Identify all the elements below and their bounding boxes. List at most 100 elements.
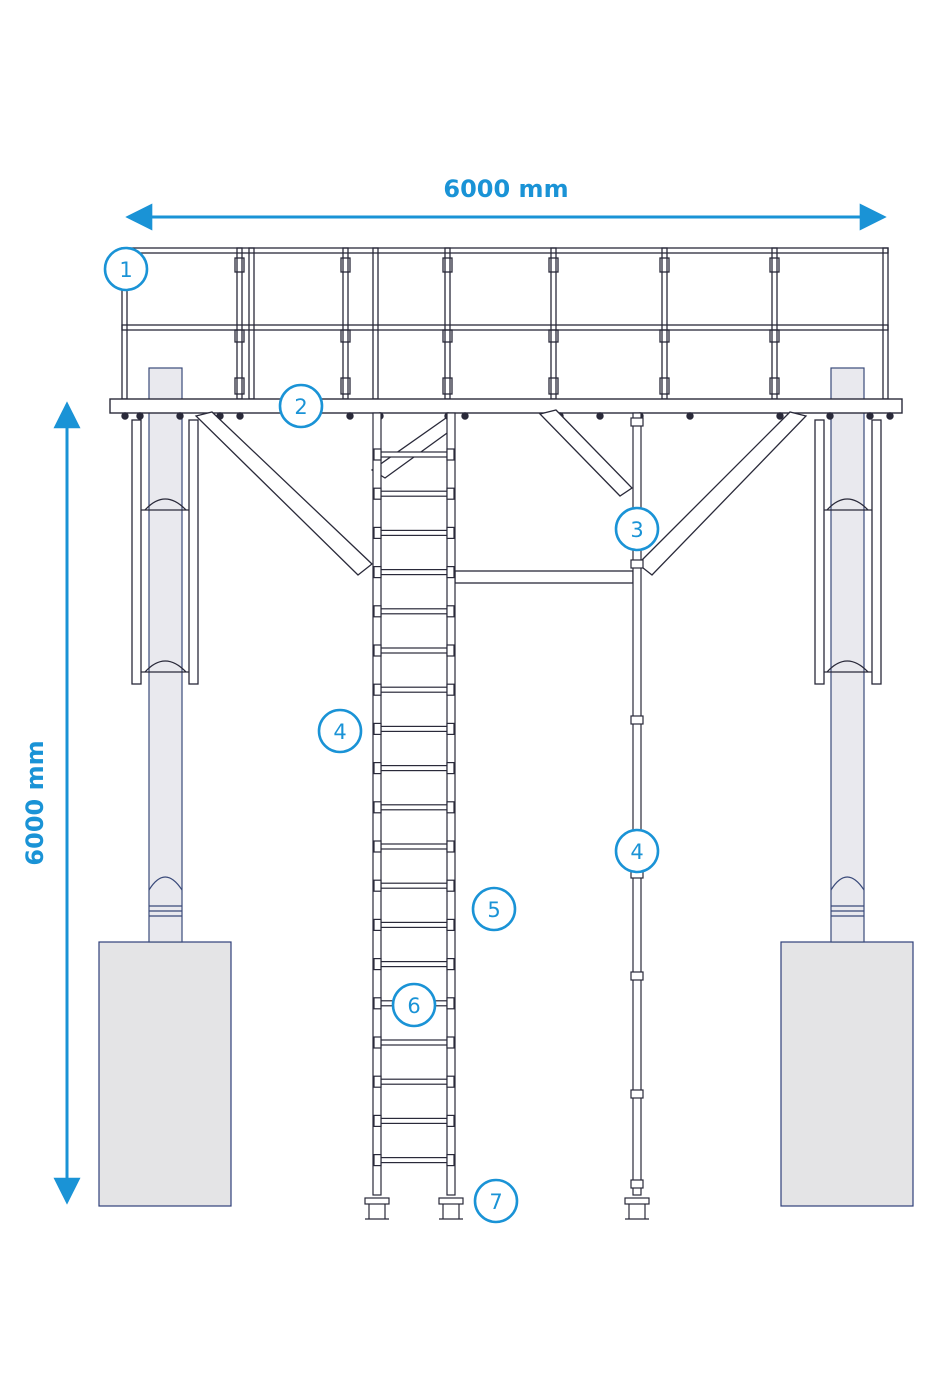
rung-clip <box>373 801 382 814</box>
clamp-frame-left <box>131 419 199 685</box>
callout-circle <box>278 383 324 429</box>
rung-clip <box>373 487 382 500</box>
guardrail-post <box>248 247 255 400</box>
callout-circle <box>614 828 660 874</box>
rung-clip <box>446 487 455 500</box>
ladder-rung <box>380 1078 448 1085</box>
callout-label: 6 <box>407 994 420 1018</box>
clamp-frame-right <box>814 419 882 685</box>
rung-clip <box>446 1075 455 1088</box>
callout-circle <box>317 708 363 754</box>
rung-clip <box>446 1036 455 1049</box>
ladder-rung <box>380 1156 448 1164</box>
post-joint <box>630 971 644 981</box>
guardrail-coupler <box>659 329 670 343</box>
guardrail-coupler <box>548 377 559 395</box>
guardrail-post <box>550 247 557 400</box>
deck-bolt <box>346 412 354 420</box>
guardrail-post <box>882 247 889 400</box>
ladder-rung <box>380 451 448 458</box>
guardrail-coupler <box>769 257 780 273</box>
deck-bolt <box>886 412 894 420</box>
post-joint <box>630 715 644 725</box>
callout-circle <box>614 506 660 552</box>
deck-bolt <box>826 412 834 420</box>
rung-clip <box>446 526 455 540</box>
guardrail-coupler <box>548 257 559 273</box>
support-post <box>624 412 650 1220</box>
ladder-rung <box>380 725 448 733</box>
callout-7: 6 <box>391 982 437 1028</box>
base-plate <box>438 1197 464 1205</box>
rung-clip <box>446 761 455 775</box>
callout-circle <box>471 886 517 932</box>
rung-clip <box>373 526 382 540</box>
callout-circle <box>473 1178 519 1224</box>
guardrail-coupler <box>340 329 351 343</box>
ladder-rung <box>380 843 448 850</box>
callout-circle <box>103 246 149 292</box>
deck-bolt <box>176 412 184 420</box>
rung-clip <box>373 1036 382 1049</box>
callout-6: 5 <box>471 886 517 932</box>
pipe-right <box>830 367 865 943</box>
rung-clip <box>446 683 455 696</box>
callout-2: 2 <box>278 383 324 429</box>
deck-bolt <box>136 412 144 420</box>
guardrail-coupler <box>442 257 453 273</box>
guardrail <box>121 247 889 400</box>
ladder-rung <box>380 804 448 811</box>
rung-clip <box>373 565 382 579</box>
rung-clip <box>373 840 382 853</box>
deck-bolt <box>121 412 129 420</box>
foundation-block-left <box>98 941 232 1207</box>
post-joint <box>630 559 644 569</box>
guardrail-post <box>444 247 451 400</box>
rung-clip <box>446 1114 455 1128</box>
rung-clip <box>373 957 382 971</box>
ladder-rung <box>380 1117 448 1125</box>
callout-label: 7 <box>489 1190 502 1214</box>
rung-clip <box>373 683 382 696</box>
guardrail-coupler <box>234 257 245 273</box>
rung-clip <box>373 879 382 892</box>
width-dimension-label: 6000 mm <box>443 175 568 203</box>
rung-clip <box>446 644 455 657</box>
rung-clip <box>373 1114 382 1128</box>
guardrail-coupler <box>340 257 351 273</box>
ladder-rung <box>380 608 448 615</box>
ladder-rung <box>380 960 448 968</box>
ladder-rung <box>380 568 448 576</box>
rung-clip <box>446 448 455 461</box>
rung-clip <box>446 605 455 618</box>
ladder-rung <box>380 529 448 537</box>
rung-clip <box>373 918 382 932</box>
guardrail-coupler <box>659 377 670 395</box>
horizontal-connector <box>454 570 634 584</box>
foundation-block-right <box>780 941 914 1207</box>
rung-clip <box>373 644 382 657</box>
callout-label: 2 <box>294 395 307 419</box>
guardrail-coupler <box>769 329 780 343</box>
deck-bolt <box>596 412 604 420</box>
callout-label: 4 <box>630 840 643 864</box>
ladder <box>364 412 464 1220</box>
callout-label: 1 <box>119 258 132 282</box>
rung-clip <box>373 448 382 461</box>
rung-clip <box>446 879 455 892</box>
rung-clip <box>446 840 455 853</box>
ladder-rung <box>380 490 448 497</box>
pipe-left <box>148 367 183 943</box>
deck-beam <box>109 398 903 420</box>
post-joint <box>630 1089 644 1099</box>
guardrail-coupler <box>659 257 670 273</box>
guardrail-coupler <box>442 377 453 395</box>
guardrail-post <box>342 247 349 400</box>
ladder-rung <box>380 921 448 929</box>
rung-clip <box>446 957 455 971</box>
guardrail-coupler <box>442 329 453 343</box>
guardrail-post <box>771 247 778 400</box>
